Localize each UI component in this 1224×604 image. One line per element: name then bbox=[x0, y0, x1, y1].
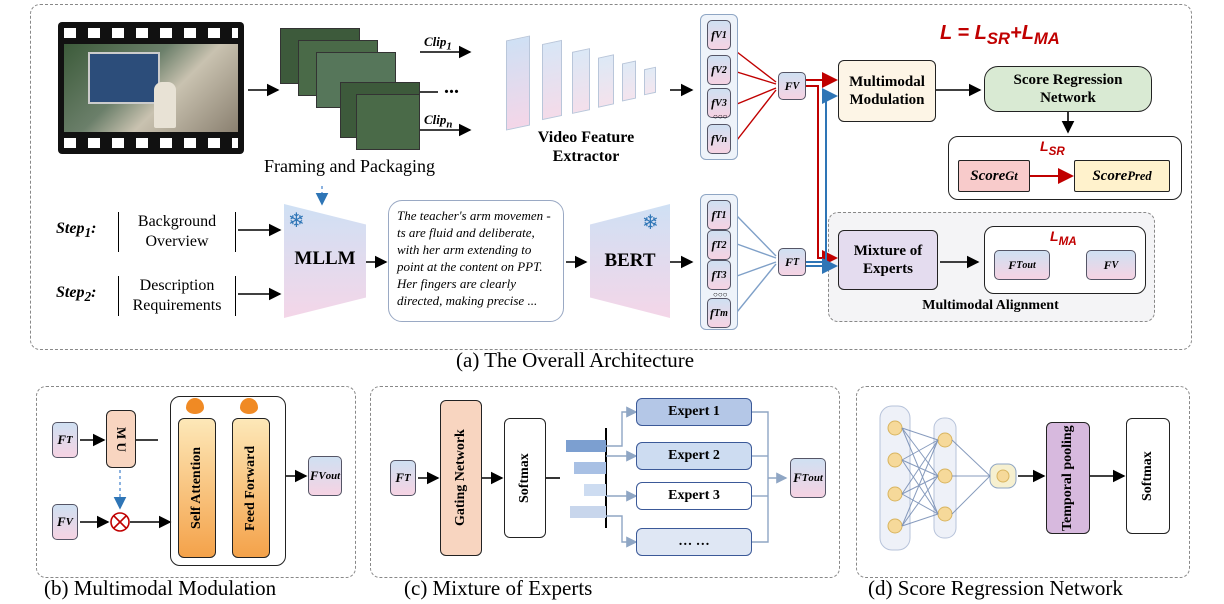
mllm-label: MLLM bbox=[294, 248, 356, 269]
multimodal-modulation-panel bbox=[36, 386, 356, 578]
step-1-text: Background Overview bbox=[118, 212, 236, 252]
modulation-caption: (b) Multimodal Modulation bbox=[44, 576, 277, 600]
score-regression-caption: (d) Score Regression Network bbox=[868, 576, 1123, 600]
clip-ellipsis: ... bbox=[444, 76, 459, 98]
loss-equation: L = LSR+LMA bbox=[940, 22, 1060, 48]
lma-label: LMA bbox=[1050, 228, 1077, 248]
snowflake-icon: ❄ bbox=[288, 210, 305, 232]
overall-architecture-panel bbox=[30, 4, 1192, 350]
video-feature-extractor-icon bbox=[506, 20, 666, 132]
expert-3-box: Expert 3 bbox=[636, 482, 752, 510]
expert-1-box: Expert 1 bbox=[636, 398, 752, 426]
score-comparison-panel bbox=[948, 136, 1182, 200]
mixture-of-experts-box: Mixture of Experts bbox=[838, 230, 938, 290]
gating-network-box: Gating Network bbox=[440, 400, 482, 556]
clip-n-label: Clipn bbox=[424, 112, 453, 131]
score-regression-panel bbox=[856, 386, 1190, 578]
mixture-of-experts-panel bbox=[370, 386, 840, 578]
video-feature-dots: ○○○ bbox=[713, 112, 728, 121]
flame-icon bbox=[240, 398, 258, 414]
multimodal-alignment-label: Multimodal Alignment bbox=[922, 298, 1059, 313]
description-text-box: The teacher's arm movemen -ts are fluid … bbox=[388, 200, 564, 322]
framing-label: Framing and Packaging bbox=[264, 156, 435, 176]
moe-softmax-box: Softmax bbox=[504, 418, 546, 538]
snowflake-icon: ❄ bbox=[642, 212, 659, 234]
step-2-label: Step2: bbox=[56, 284, 97, 305]
bert-block bbox=[590, 204, 670, 318]
transformer-block bbox=[170, 396, 286, 566]
feed-forward-box: Feed Forward bbox=[232, 418, 270, 558]
video-feature-extractor-label: Video Feature Extractor bbox=[537, 129, 635, 165]
self-attention-box: Self Attention bbox=[178, 418, 216, 558]
clip-1-label: Clip1 bbox=[424, 34, 452, 53]
overall-architecture-caption: (a) The Overall Architecture bbox=[456, 348, 695, 372]
video-frames-stack bbox=[280, 28, 420, 154]
srn-softmax-box: Softmax bbox=[1126, 418, 1170, 534]
flame-icon bbox=[186, 398, 204, 414]
bert-label: BERT bbox=[604, 250, 656, 271]
video-frame-image bbox=[58, 22, 244, 154]
multimodal-modulation-box: Multimodal Modulation bbox=[838, 60, 936, 122]
text-feature-dots: ○○○ bbox=[713, 290, 728, 299]
lsr-label: LSR bbox=[1040, 138, 1065, 158]
mllm-block bbox=[284, 204, 366, 318]
mu-box: M U bbox=[106, 410, 136, 468]
step-1-label: Step1: bbox=[56, 220, 97, 241]
expert-2-box: Expert 2 bbox=[636, 442, 752, 470]
temporal-pooling-box: Temporal pooling bbox=[1046, 422, 1090, 534]
step-2-text: Description Requirements bbox=[118, 276, 236, 316]
moe-caption: (c) Mixture of Experts bbox=[404, 576, 593, 600]
score-regression-box: Score Regression Network bbox=[984, 66, 1152, 112]
expert-more-box: … … bbox=[636, 528, 752, 556]
